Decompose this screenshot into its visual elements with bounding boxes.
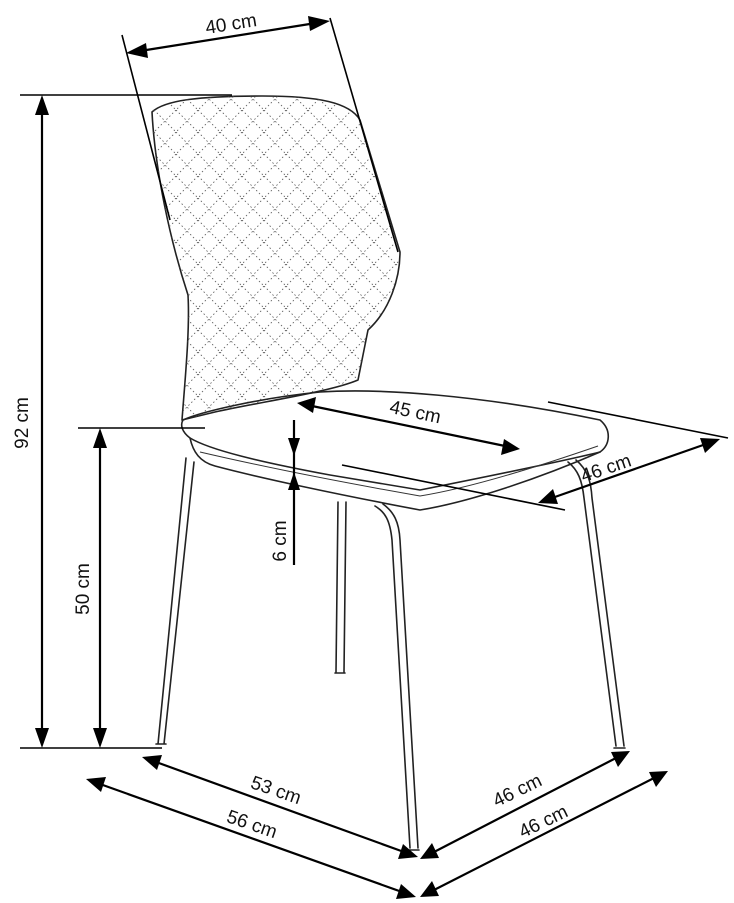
ext-back-right — [329, 17, 399, 253]
seat-seam — [199, 445, 599, 497]
label-total-height: 92 cm — [12, 397, 33, 449]
arrow-head — [288, 438, 300, 456]
seat-cushion-edge — [189, 437, 601, 511]
ext-seat-front — [341, 464, 566, 511]
arrow-head — [297, 397, 316, 413]
front-right-leg — [374, 503, 420, 851]
ext-back-left — [121, 34, 171, 221]
label-backrest-width: 40 cm — [204, 10, 258, 39]
arrow-head — [308, 16, 330, 31]
arrow-head — [86, 777, 106, 792]
arrow-head — [700, 438, 720, 453]
dim-line-leg-width — [433, 757, 617, 853]
dim-line-overall-width — [433, 777, 655, 891]
arrow-head — [611, 751, 630, 767]
arrow-head — [398, 844, 418, 859]
arrow-head — [288, 472, 300, 490]
arrow-head — [142, 755, 162, 770]
dim-line-leg-depth — [155, 760, 405, 854]
arrow-head — [538, 489, 558, 504]
label-overall-width: 46 cm — [516, 801, 572, 843]
chair-illustration — [151, 95, 626, 851]
front-left-leg — [155, 457, 195, 745]
arrow-head — [501, 439, 520, 455]
label-leg-depth: 53 cm — [248, 772, 304, 809]
back-right-leg — [567, 459, 626, 749]
arrow-head — [649, 771, 668, 787]
ext-seat-back-right — [547, 401, 729, 439]
label-leg-width: 46 cm — [490, 770, 546, 812]
arrow-head — [126, 43, 148, 58]
back-left-leg — [334, 501, 347, 674]
arrow-head — [420, 843, 439, 859]
label-seat-height: 50 cm — [73, 563, 94, 615]
dim-line-seat-depth — [311, 404, 506, 448]
backrest-quilting — [152, 96, 400, 420]
dim-line-backrest-width — [139, 21, 317, 53]
label-seat-thickness: 6 cm — [270, 520, 291, 561]
arrow-head — [93, 428, 107, 448]
arrow-head — [396, 884, 416, 899]
dimension-lines — [20, 16, 729, 899]
arrow-head — [420, 881, 439, 897]
arrow-head — [35, 728, 49, 748]
arrow-head — [35, 95, 49, 115]
arrow-head — [93, 728, 107, 748]
dim-line-seat-width — [551, 442, 707, 500]
dim-line-overall-depth — [99, 782, 403, 894]
